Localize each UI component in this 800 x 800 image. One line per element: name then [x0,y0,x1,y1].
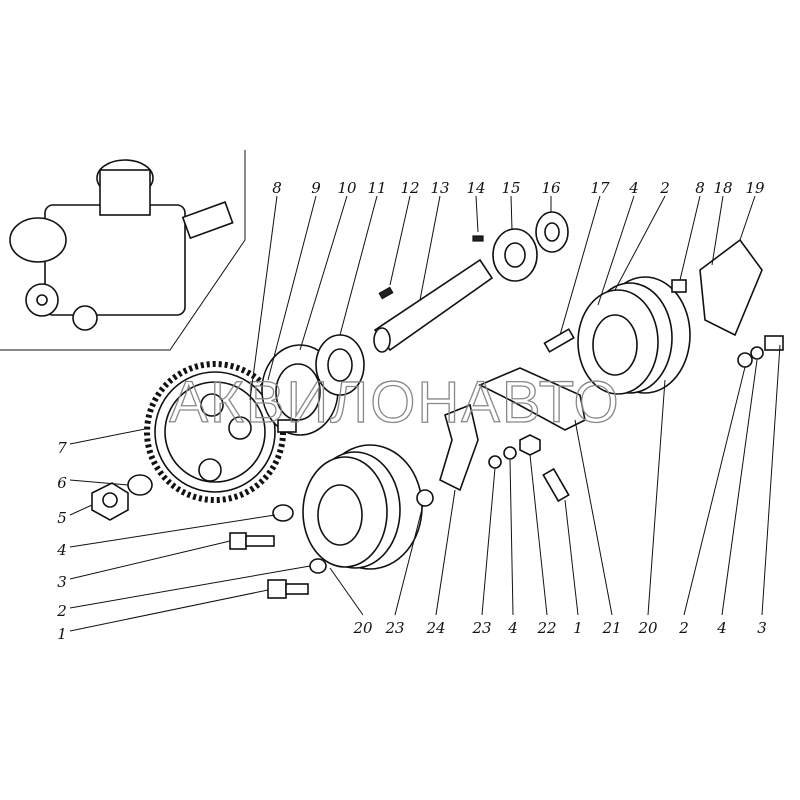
tension-arm [478,367,586,431]
shaft [373,258,494,353]
callout-label: 14 [466,179,485,197]
gear [144,361,286,503]
callout-label: 4 [716,619,727,637]
callout-label: 12 [400,179,419,197]
callout-label: 8 [272,179,282,197]
callout-label: 21 [601,619,621,637]
bearing [315,334,365,396]
pulley-upper [577,276,691,395]
callout-label: 15 [501,179,520,197]
callout-label: 24 [425,619,445,637]
callout-label: 2 [678,619,689,637]
callout-label: 2 [56,602,67,620]
pulley-lower [302,444,423,570]
callout-label: 7 [57,439,67,457]
watermark: АКВИЛОНАВТО [169,370,620,435]
labels-left: 7 6 5 4 3 2 1 [56,439,67,643]
callout-label: 2 [659,179,670,197]
bolts-left [229,504,327,599]
callout-label: 3 [57,573,67,591]
callout-label: 10 [337,179,357,197]
callout-label: 3 [757,619,767,637]
lock-washer [127,474,153,496]
callout-label: 17 [590,179,610,197]
callout-label: 5 [57,509,67,527]
callout-label: 16 [541,179,561,197]
callout-label: 20 [352,619,373,637]
callout-label: 9 [311,179,321,197]
callout-label: 4 [628,179,639,197]
callout-label: 4 [56,541,67,559]
callout-label: 22 [536,619,556,637]
leader-lines [69,195,781,632]
callout-label: 1 [573,619,583,637]
callout-label: 20 [637,619,658,637]
engine-inset [0,150,246,351]
callout-label: 6 [57,474,67,492]
bracket-plate [699,238,763,337]
callout-label: 11 [367,179,386,197]
callout-label: 13 [430,179,449,197]
callout-label: 19 [745,179,765,197]
callout-label: 1 [57,625,67,643]
callout-label: 18 [713,179,732,197]
callout-label: 23 [471,619,491,637]
callout-label: 4 [507,619,518,637]
labels-bottom: 20 23 24 23 4 22 1 21 20 2 4 3 [352,619,766,637]
callout-label: 8 [695,179,705,197]
labels-top: 8 9 10 11 12 13 14 15 16 17 4 2 8 18 19 [272,179,765,197]
lever [439,403,479,492]
callout-label: 23 [384,619,404,637]
